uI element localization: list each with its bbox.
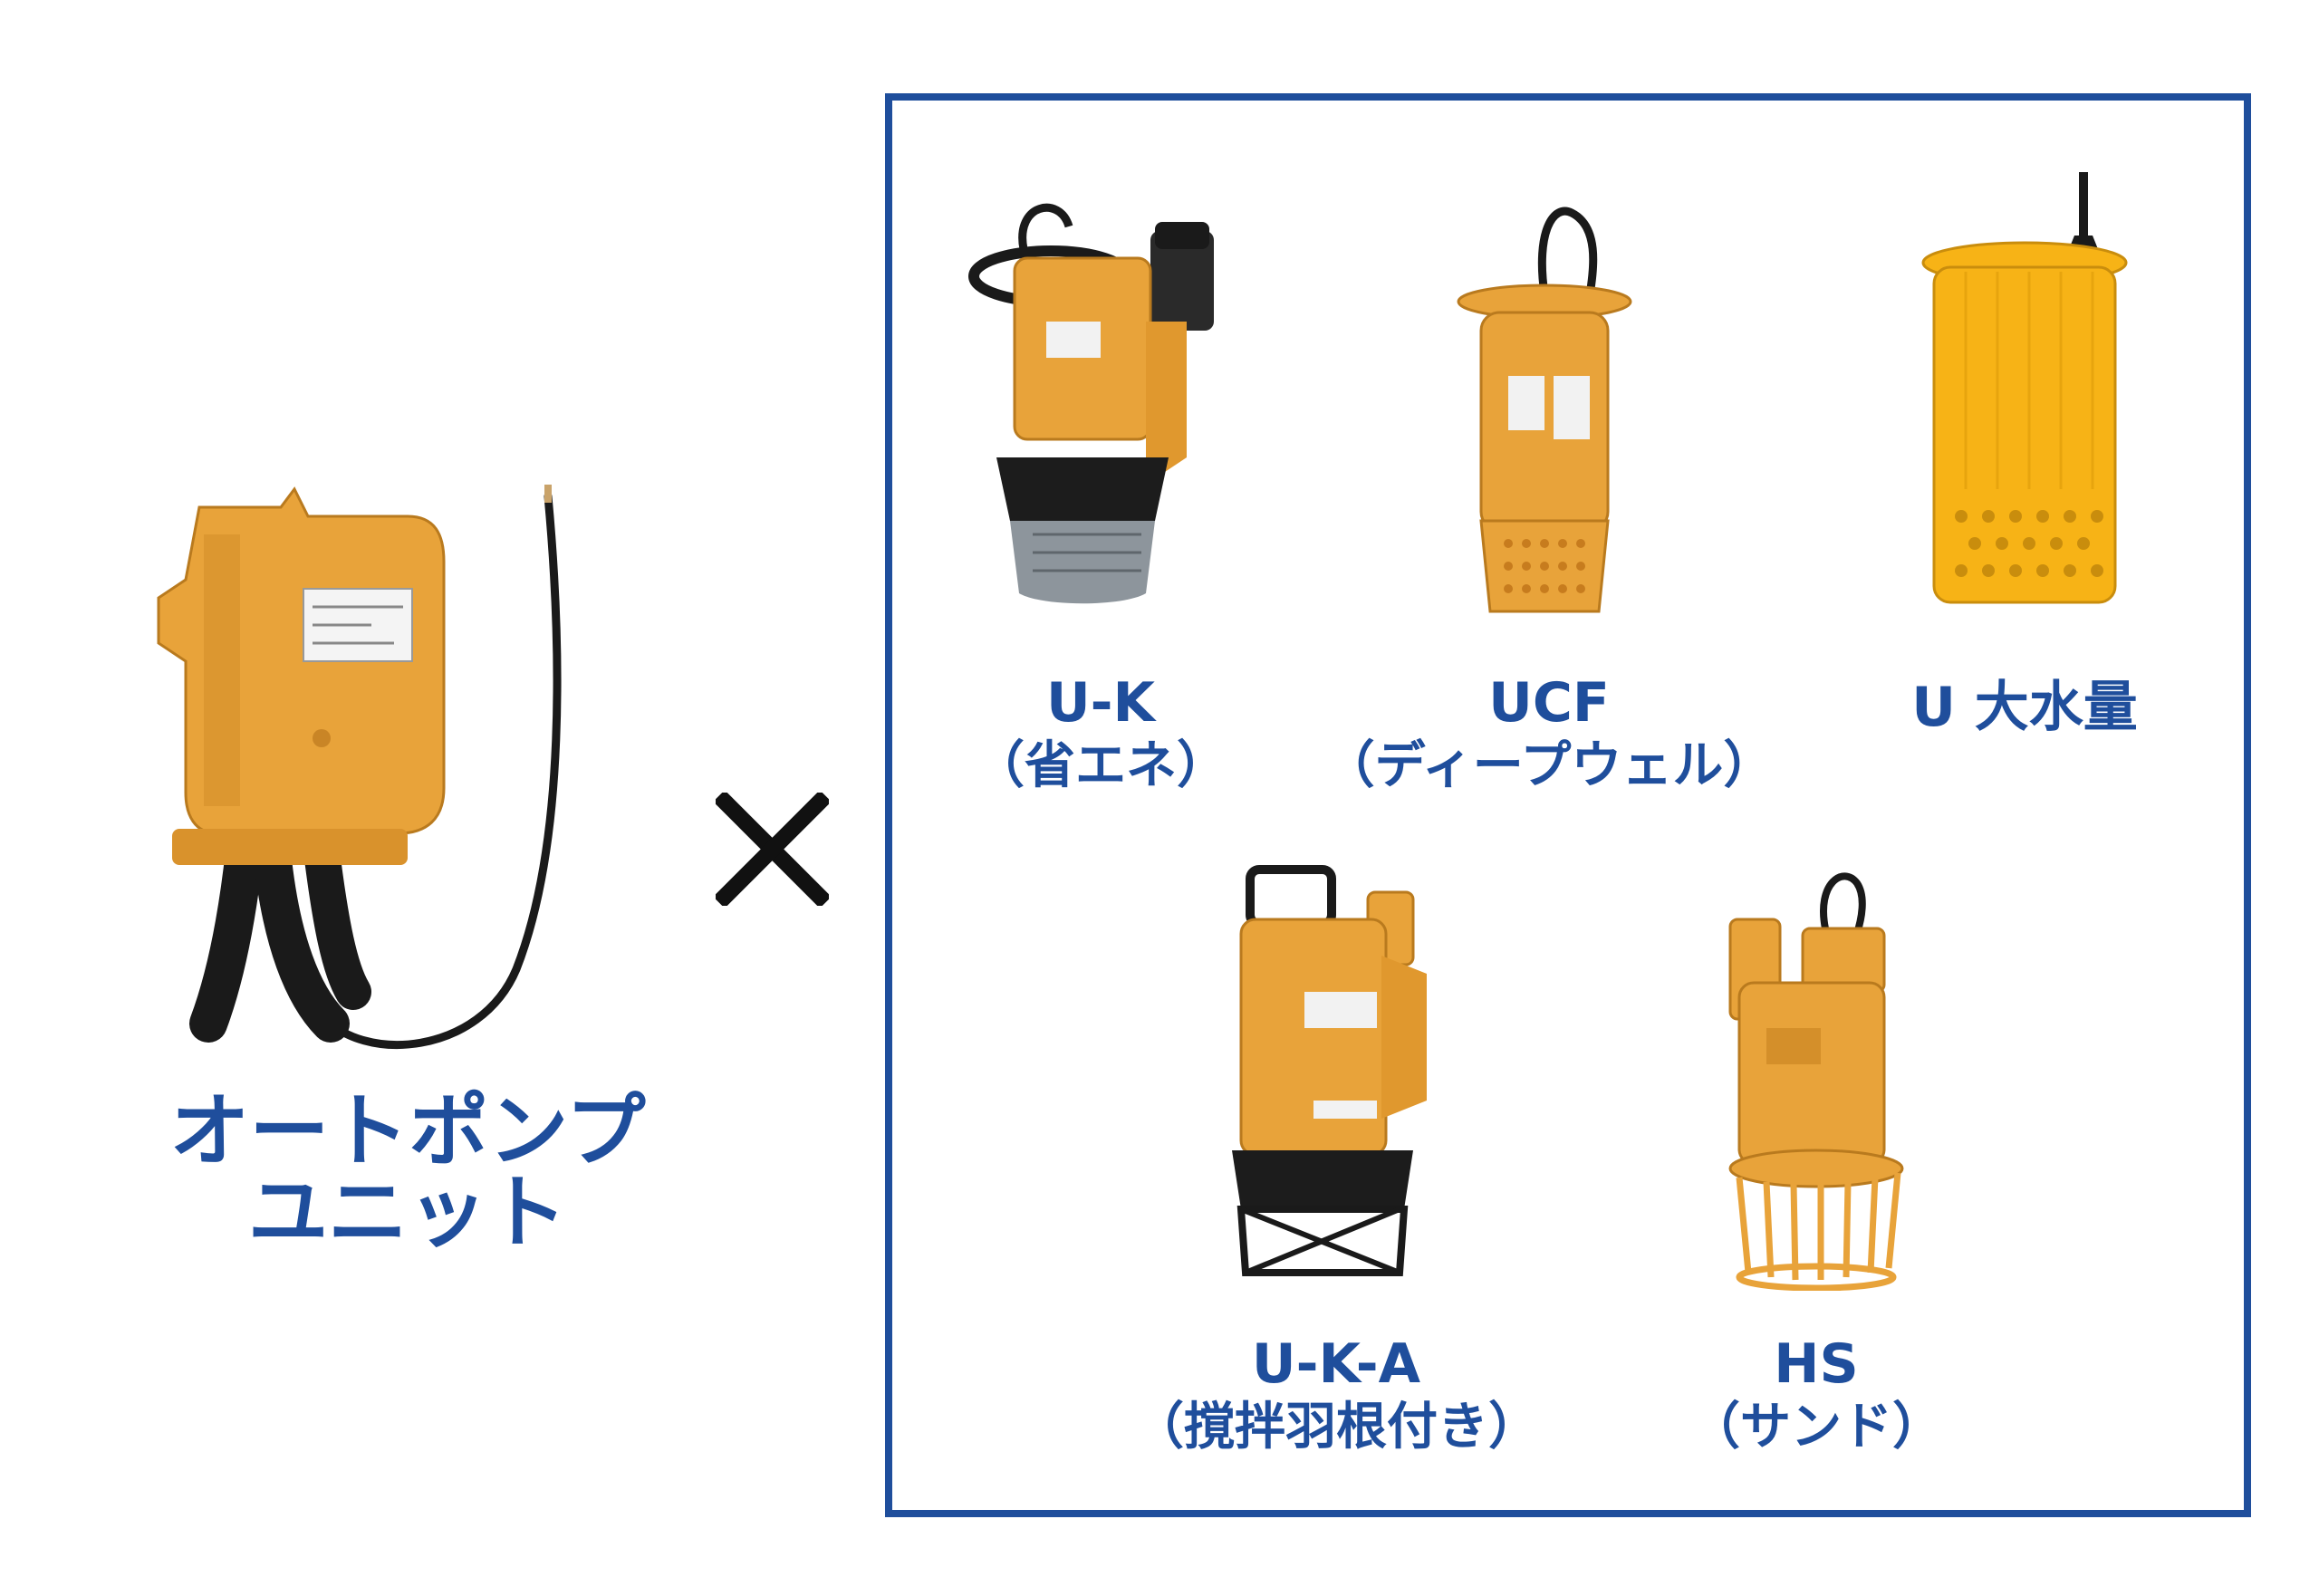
pump-ucf-image <box>1457 207 1632 613</box>
pump-u-k-a-label: U-K-A （撹拌羽根付き） <box>1096 1332 1576 1457</box>
pump-hs-sub: （サンド） <box>1689 1398 1943 1457</box>
pump-u-k-label: U-K （省エネ） <box>942 670 1259 796</box>
unit-label-line2: ユニット <box>247 1166 567 1259</box>
pump-u-k-sub: （省エネ） <box>974 736 1227 795</box>
pump-ucf-sub: （ディープウェル） <box>1323 736 1775 795</box>
pump-u-k-a-image <box>1232 865 1427 1276</box>
multiply-icon <box>716 793 829 906</box>
pump-u-large-image <box>1921 172 2128 604</box>
pump-hs-label: HS （サンド） <box>1649 1332 1984 1457</box>
pump-hs-name: HS <box>1774 1332 1859 1396</box>
pump-u-k-name: U-K <box>1045 671 1156 735</box>
pump-hs-image <box>1728 872 1904 1291</box>
pump-ucf-name: UCF <box>1488 671 1610 735</box>
pump-u-k-a-sub: （撹拌羽根付き） <box>1133 1398 1539 1457</box>
unit-label-line1: オートポンプ <box>169 1084 646 1178</box>
pump-u-k-image <box>968 203 1214 604</box>
auto-pump-unit-image <box>157 485 562 1049</box>
pump-u-large-name: U 大水量 <box>1911 676 2138 739</box>
pump-ucf-label: UCF （ディープウェル） <box>1295 670 1803 796</box>
pump-u-k-a-name: U-K-A <box>1251 1332 1421 1396</box>
pump-u-large-label: U 大水量 <box>1848 675 2201 740</box>
pump-lineup-frame <box>885 93 2251 1517</box>
